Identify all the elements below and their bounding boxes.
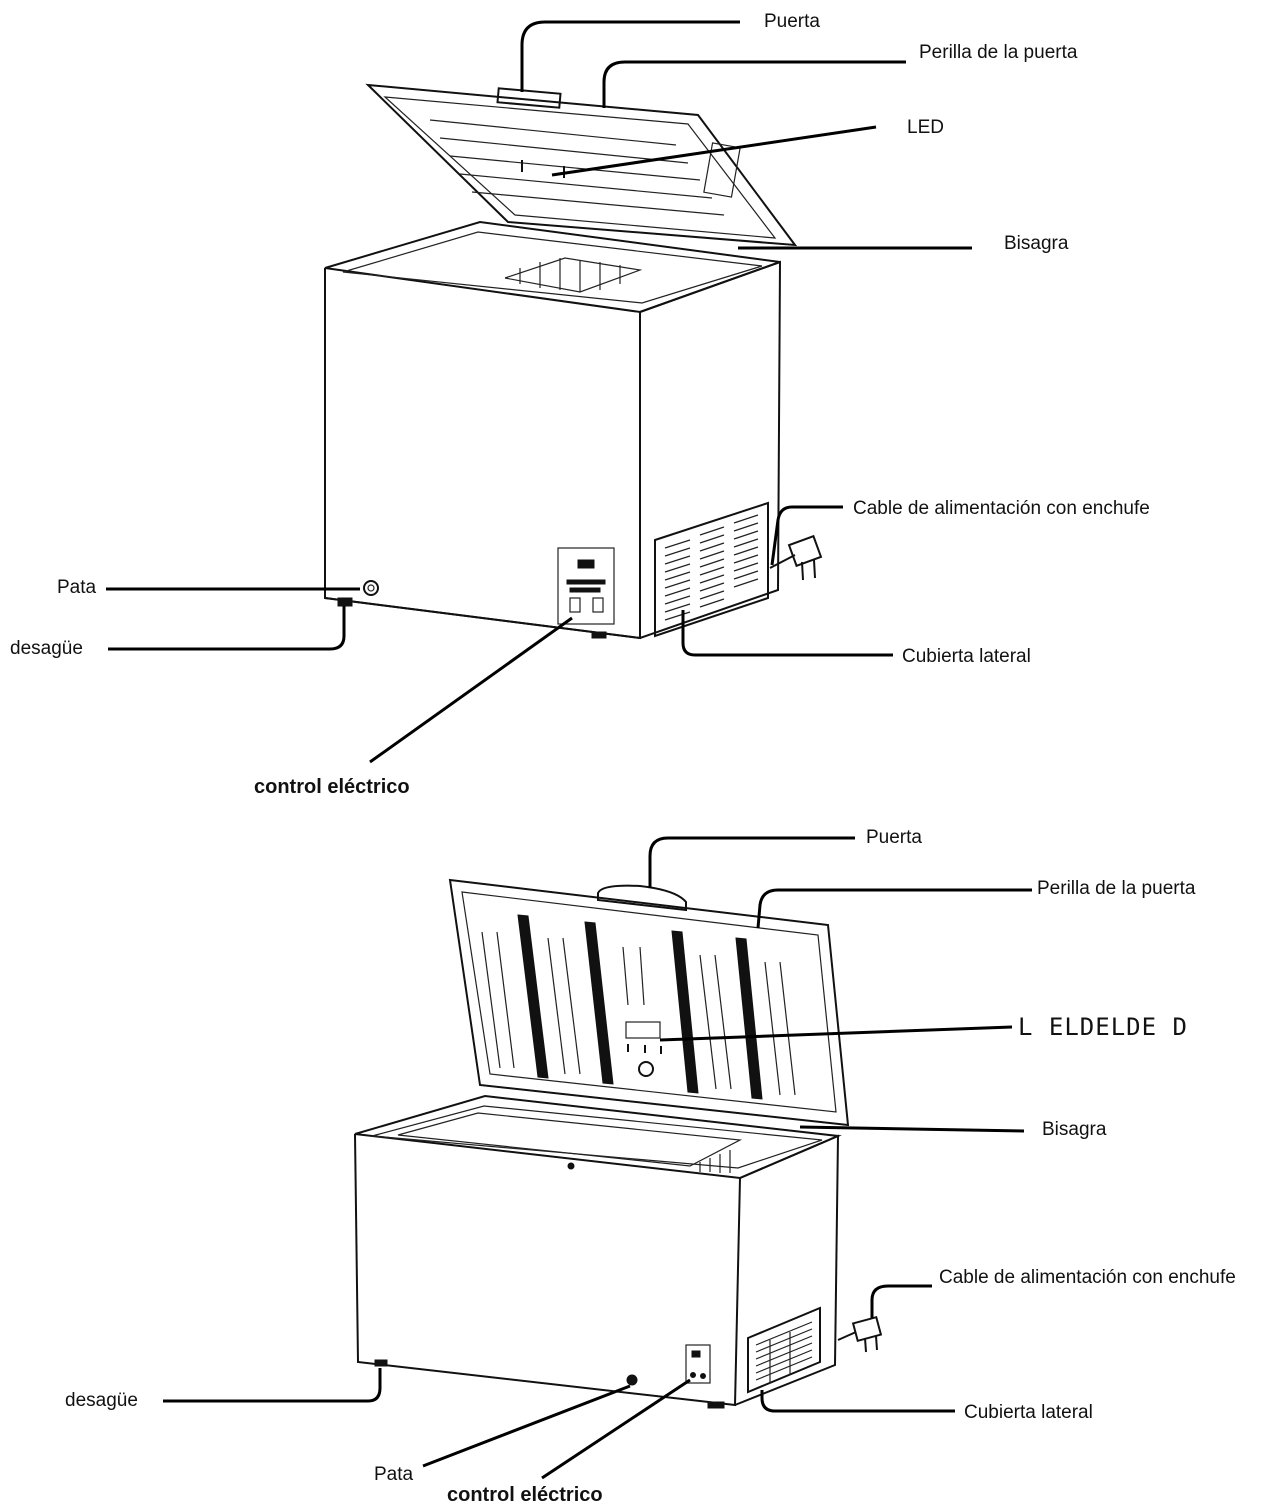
top-leader-lines <box>106 20 972 764</box>
top-label-cubierta: Cubierta lateral <box>902 646 1031 667</box>
top-label-pata: Pata <box>57 577 97 598</box>
bottom-label-pata: Pata <box>374 1464 414 1485</box>
bottom-label-perilla: Perilla de la puerta <box>1037 878 1196 899</box>
top-label-puerta: Puerta <box>764 11 820 32</box>
top-label-bisagra: Bisagra <box>1004 233 1069 254</box>
bottom-label-cubierta: Cubierta lateral <box>964 1402 1093 1423</box>
top-label-control: control eléctrico <box>254 776 410 798</box>
top-label-perilla: Perilla de la puerta <box>919 42 1078 63</box>
bottom-label-desague: desagüe <box>65 1390 138 1411</box>
bottom-label-control: control eléctrico <box>447 1484 603 1506</box>
top-lid <box>365 83 798 247</box>
bottom-leader-lines <box>163 836 1032 1480</box>
top-body <box>324 220 823 640</box>
top-label-led: LED <box>907 117 944 138</box>
top-freezer-drawing <box>106 20 972 764</box>
bottom-label-cable: Cable de alimentación con enchufe <box>939 1267 1236 1288</box>
bottom-label-puerta: Puerta <box>866 827 922 848</box>
bottom-label-bisagra: Bisagra <box>1042 1119 1107 1140</box>
bottom-label-led: L ELDELDE D <box>1018 1013 1188 1041</box>
bottom-freezer-drawing <box>163 836 1032 1480</box>
bottom-lid <box>448 878 850 1127</box>
bottom-body <box>354 1094 883 1409</box>
top-label-cable: Cable de alimentación con enchufe <box>853 498 1150 519</box>
top-label-desague: desagüe <box>10 638 83 659</box>
